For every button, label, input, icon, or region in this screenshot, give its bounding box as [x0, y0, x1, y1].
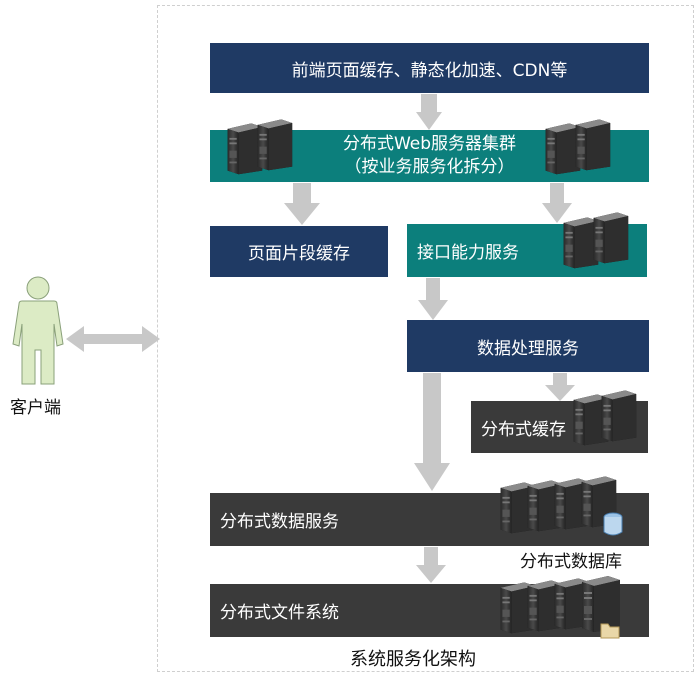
arrow-down-icon — [418, 278, 448, 320]
arrow-down-icon — [414, 373, 450, 491]
server-icon — [254, 106, 294, 180]
page-fragment-cache-label: 页面片段缓存 — [248, 244, 350, 264]
diagram-title: 系统服务化架构 — [350, 649, 476, 670]
file-folder-icon — [600, 623, 620, 639]
data-processing-label: 数据处理服务 — [477, 338, 579, 359]
cdn-cache-label: 前端页面缓存、静态化加速、CDN等 — [291, 60, 568, 81]
api-service-label: 接口能力服务 — [417, 243, 519, 263]
data-processing-service: 数据处理服务 — [407, 320, 649, 372]
distributed-database-label: 分布式数据库 — [520, 552, 622, 572]
server-icon — [590, 200, 630, 272]
page-fragment-cache: 页面片段缓存 — [210, 226, 388, 277]
server-icon — [572, 106, 612, 180]
arrow-down-icon — [542, 183, 572, 223]
arrow-down-icon — [284, 183, 320, 225]
distributed-file-system-label: 分布式文件系统 — [220, 603, 339, 623]
double-arrow — [66, 326, 160, 352]
arrow-down-icon — [416, 94, 442, 130]
server-icon — [598, 378, 638, 450]
database-icon — [603, 512, 623, 536]
arrow-down-icon — [416, 547, 446, 583]
web-cluster-title: 分布式Web服务器集群 — [342, 134, 517, 154]
web-cluster-subtitle: （按业务服务化拆分） — [344, 157, 515, 177]
client-person-icon — [12, 276, 64, 385]
cdn-cache-layer: 前端页面缓存、静态化加速、CDN等 — [210, 43, 649, 93]
client-label: 客户端 — [10, 398, 61, 418]
distributed-cache-label: 分布式缓存 — [481, 419, 566, 440]
arrow-down-icon — [545, 373, 575, 401]
distributed-data-service-label: 分布式数据服务 — [220, 512, 339, 532]
